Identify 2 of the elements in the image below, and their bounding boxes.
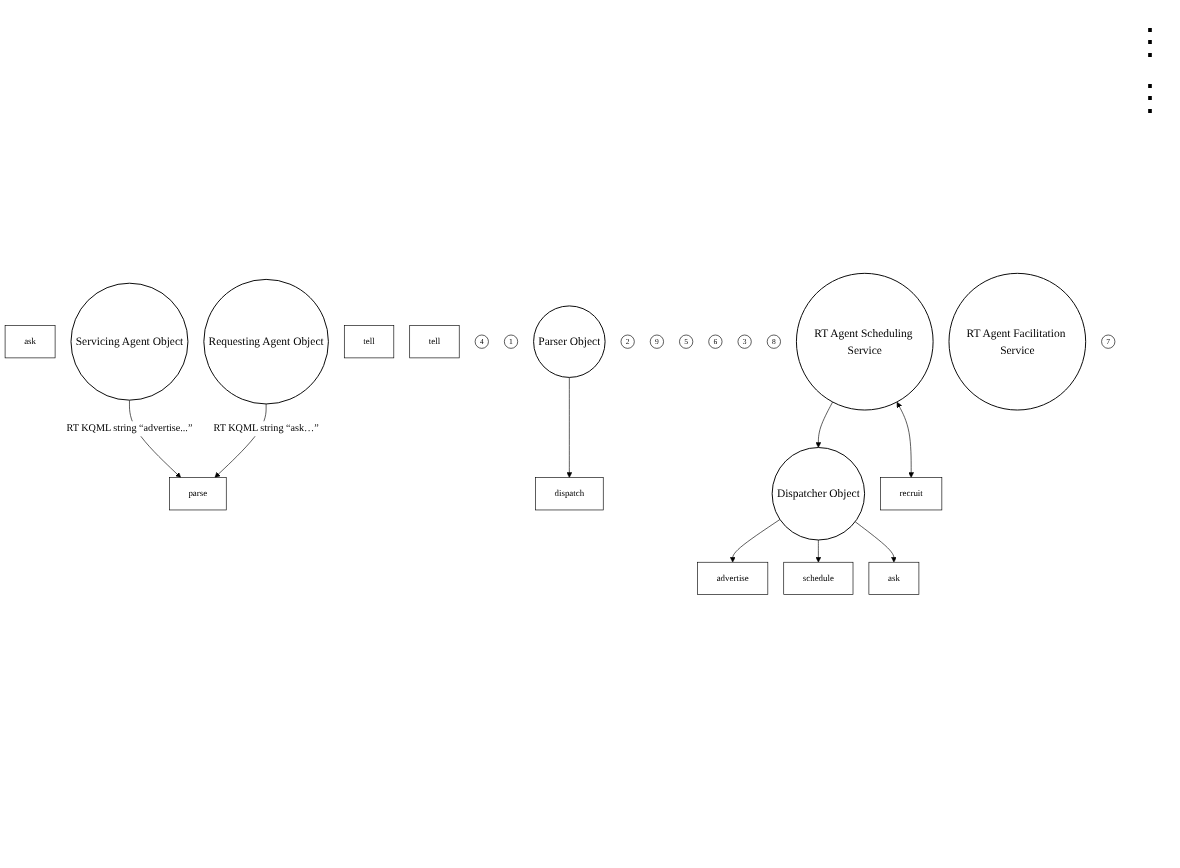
ellipsis-mark: ⋮ — [1132, 20, 1168, 64]
ellipsis-mark: ⋮ — [1132, 76, 1168, 120]
